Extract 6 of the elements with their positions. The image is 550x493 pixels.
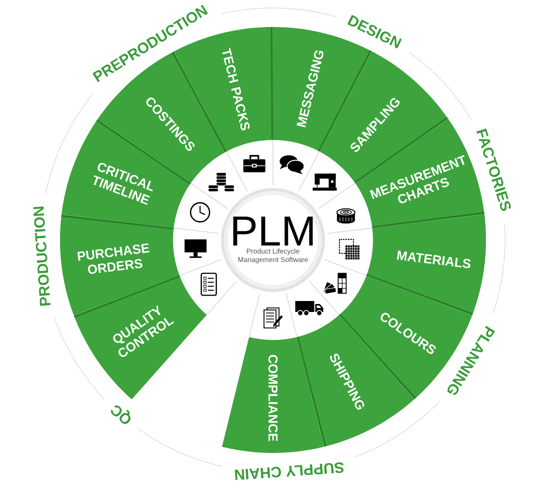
node-label: COMPLIANCE [268,354,278,442]
wheel-segment: COMPLIANCE [222,337,324,453]
node-label: PURCHASE ORDERS [77,243,150,274]
node-label: MATERIALS [396,250,471,268]
arc-label: PRODUCTION [33,206,50,306]
arc-label: SUPPLY CHAIN [234,462,344,480]
